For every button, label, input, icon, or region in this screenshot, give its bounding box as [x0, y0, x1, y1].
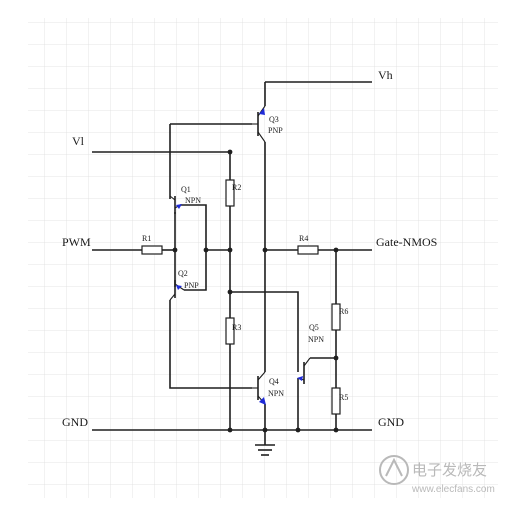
label-q2-ref: Q2 [178, 269, 188, 278]
label-r4: R4 [299, 234, 308, 243]
resistor-r1 [141, 245, 163, 255]
label-r3: R3 [232, 323, 241, 332]
label-r1: R1 [142, 234, 151, 243]
label-r6: R6 [339, 307, 348, 316]
label-q1-type: NPN [185, 196, 201, 205]
net-label-gate-nmos: Gate-NMOS [376, 235, 437, 249]
grid-background [28, 18, 498, 498]
resistor-r6 [331, 303, 341, 331]
label-q4-ref: Q4 [269, 377, 279, 386]
label-q5-ref: Q5 [309, 323, 319, 332]
watermark-name: 电子发烧友 [412, 461, 487, 479]
net-label-vl: Vl [72, 134, 85, 148]
label-q1-ref: Q1 [181, 185, 191, 194]
transistor-q2 [169, 280, 185, 301]
ground-symbol [255, 444, 275, 456]
resistor-r4 [297, 245, 319, 255]
resistor-r5 [331, 387, 341, 415]
label-q5-type: NPN [308, 335, 324, 344]
resistor-r2 [225, 179, 235, 207]
transistor-q3 [252, 105, 266, 143]
net-label-gnd-left: GND [62, 415, 88, 429]
resistor-r3 [225, 317, 235, 345]
watermark: 电子发烧友 www.elecfans.com [379, 455, 495, 495]
label-q3-ref: Q3 [269, 115, 279, 124]
label-q2-type: PNP [184, 281, 199, 290]
transistor-q1 [169, 195, 182, 214]
junctions [172, 149, 339, 433]
transistor-q5 [297, 357, 311, 384]
watermark-site: www.elecfans.com [411, 484, 495, 495]
net-label-vh: Vh [378, 68, 393, 82]
net-label-pwm: PWM [62, 235, 91, 249]
label-q3-type: PNP [268, 126, 283, 135]
label-r5: R5 [339, 393, 348, 402]
transistor-q4 [252, 371, 266, 405]
label-r2: R2 [232, 183, 241, 192]
label-q4-type: NPN [268, 389, 284, 398]
watermark-logo-icon [379, 455, 409, 485]
net-label-gnd-right: GND [378, 415, 404, 429]
